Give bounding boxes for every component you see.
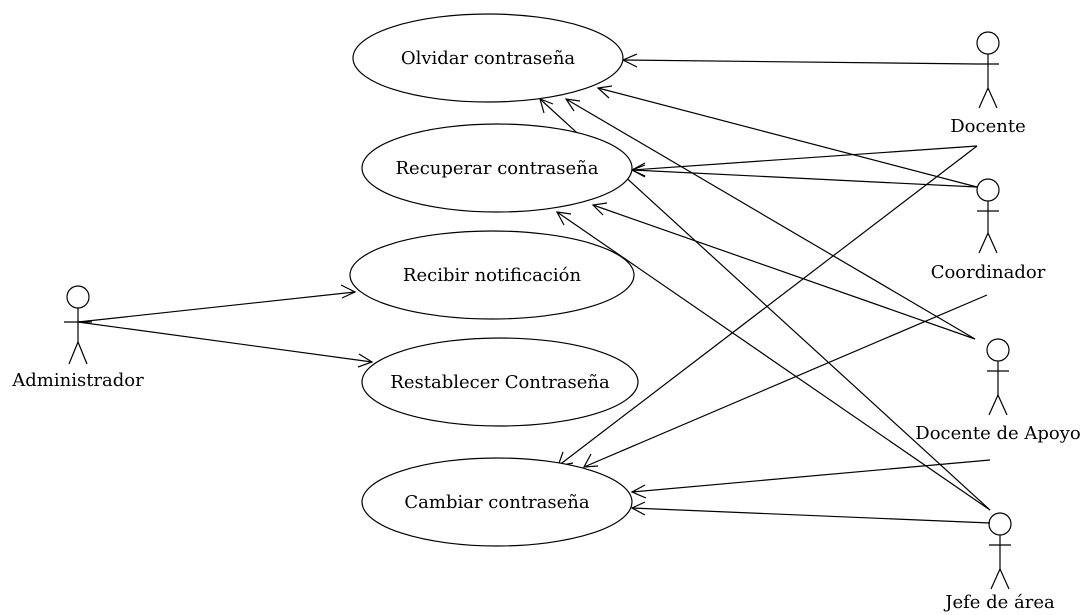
association-apoyo-recuperar <box>591 202 976 340</box>
actor-label: Administrador <box>11 370 144 391</box>
use-case-recibir[interactable]: Recibir notificación <box>349 230 635 320</box>
use-case-label: Cambiar contraseña <box>404 492 589 513</box>
association-jefe-recuperar <box>555 211 991 511</box>
association-docente-recuperar <box>630 145 978 177</box>
actor-label: Docente de Apoyo <box>915 423 1080 444</box>
actor-label: Jefe de área <box>943 592 1055 613</box>
actor-docente-de-apoyo[interactable]: Docente de Apoyo <box>915 338 1081 444</box>
actor-coordinador[interactable]: Coordinador <box>931 178 1046 283</box>
association-admin-recibir <box>77 284 357 323</box>
stick-figure-icon <box>988 512 1012 590</box>
association-coordinador-olvidar <box>596 85 978 188</box>
use-case-label: Recuperar contraseña <box>395 158 598 179</box>
stick-figure-icon <box>976 31 1000 109</box>
association-apoyo-cambiar <box>630 459 991 499</box>
actor-jefe-de-area[interactable]: Jefe de área <box>943 512 1055 613</box>
use-case-recuperar[interactable]: Recuperar contraseña <box>361 123 633 213</box>
use-case-restablecer[interactable]: Restablecer Contraseña <box>361 337 639 427</box>
stick-figure-icon <box>976 178 1000 254</box>
actor-label: Docente <box>950 116 1025 137</box>
use-case-label: Olvidar contraseña <box>401 48 576 69</box>
use-case-cambiar[interactable]: Cambiar contraseña <box>361 457 633 547</box>
associations <box>77 53 991 524</box>
stick-figure-icon <box>64 285 92 365</box>
stick-figure-icon <box>986 338 1010 416</box>
actor-docente[interactable]: Docente <box>950 31 1026 137</box>
association-docente-olvidar <box>621 53 978 68</box>
actor-label: Coordinador <box>931 262 1046 283</box>
association-apoyo-olvidar <box>564 98 976 340</box>
actor-administrador[interactable]: Administrador <box>11 285 144 391</box>
association-coordinador-cambiar <box>582 294 988 468</box>
use-case-label: Recibir notificación <box>403 265 582 286</box>
use-case-label: Restablecer Contraseña <box>390 372 610 393</box>
association-admin-restablecer <box>77 321 374 368</box>
use-case-olvidar[interactable]: Olvidar contraseña <box>352 13 624 103</box>
association-jefe-cambiar <box>630 501 991 524</box>
